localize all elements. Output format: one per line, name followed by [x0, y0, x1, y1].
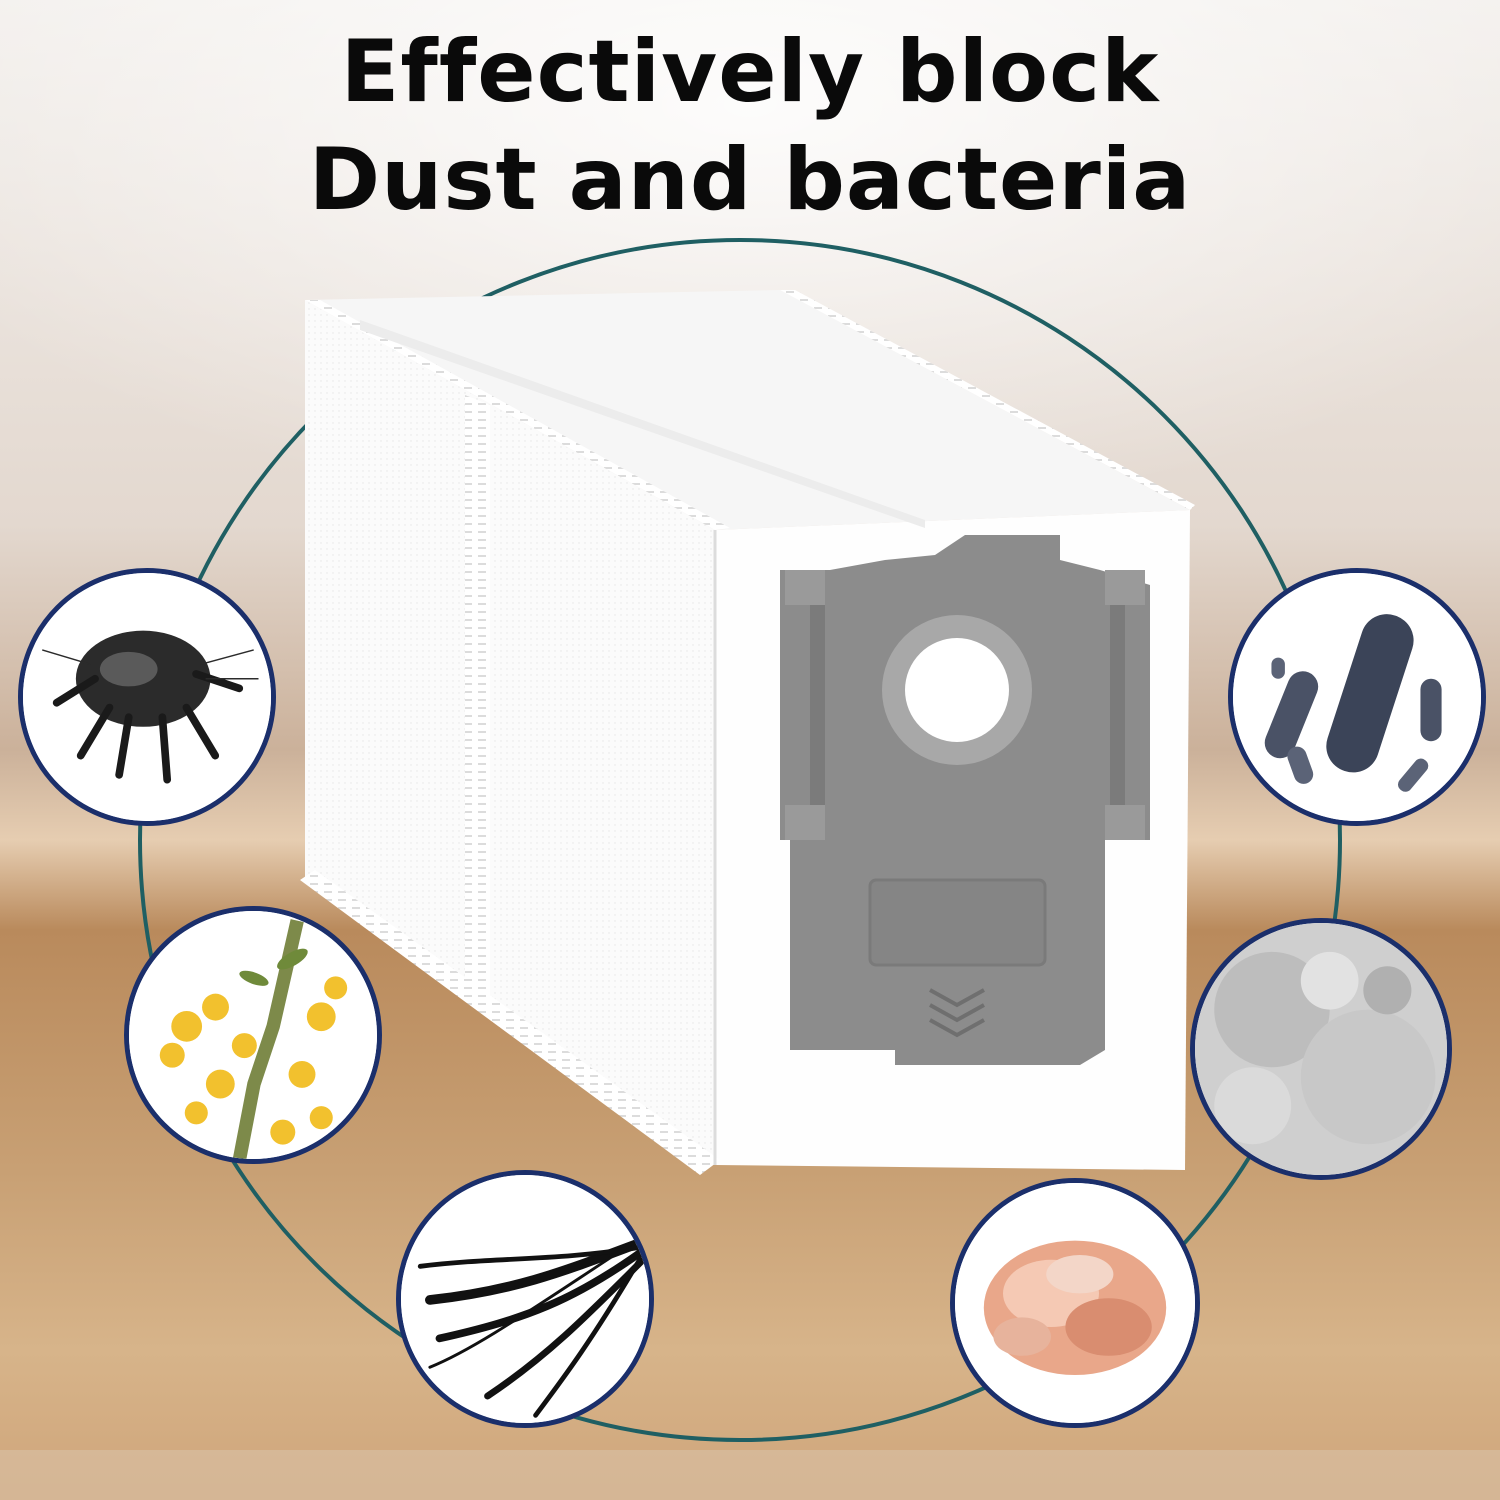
pet-fur-icon [955, 1183, 1195, 1423]
hair-icon [401, 1175, 649, 1423]
pollen-bubble [124, 906, 382, 1164]
headline-line-2: Dust and bacteria [308, 130, 1192, 230]
dust-bag-image [300, 290, 1195, 1175]
dust-mite-icon [23, 573, 271, 821]
headline: Effectively block Dust and bacteria [0, 18, 1500, 234]
bacteria-bubble [1228, 568, 1486, 826]
headline-line-1: Effectively block [340, 22, 1160, 122]
fine-dust-icon [1195, 923, 1447, 1175]
hair-bubble [396, 1170, 654, 1428]
pollen-flower-icon [129, 911, 377, 1159]
fine-dust-bubble [1190, 918, 1452, 1180]
bag-plate [780, 535, 1150, 1065]
pet-fur-bubble [950, 1178, 1200, 1428]
dust-mite-bubble [18, 568, 276, 826]
bacteria-icon [1233, 573, 1481, 821]
